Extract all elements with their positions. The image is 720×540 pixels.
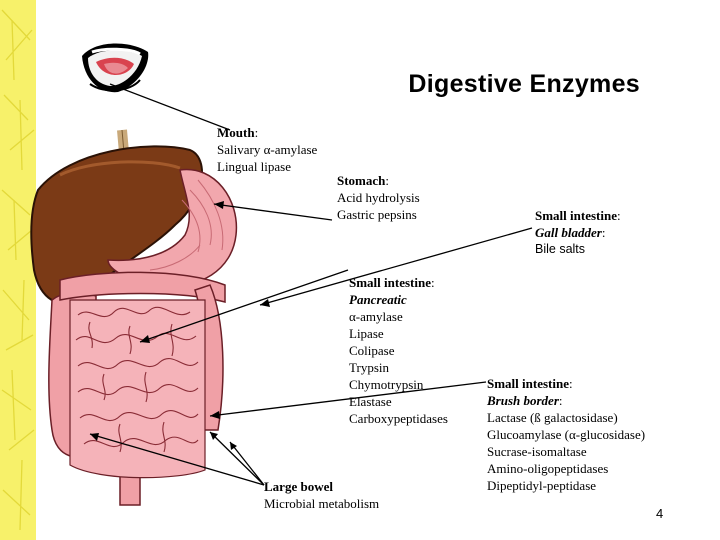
mouth-label: Mouth: Salivary α-amylase Lingual lipase (217, 124, 317, 175)
pointer-arrowheads (90, 201, 270, 450)
accent-strip-texture (1, 9, 35, 531)
large-bowel-pointer-2 (209, 431, 265, 486)
pancreatic-heading: Small intestine (349, 275, 431, 290)
pancreatic-colon: : (430, 275, 435, 290)
pancreatic-subheading: Pancreatic (349, 292, 407, 307)
liver-shape (30, 145, 203, 305)
pancreatic-item: Colipase (349, 343, 395, 358)
stomach-heading: Stomach (337, 173, 386, 188)
large-bowel-pointer-1 (89, 433, 265, 486)
pancreatic-item: Chymotrypsin (349, 377, 424, 392)
gall-item: Bile salts (535, 242, 586, 256)
pancreatic-item: Elastase (349, 394, 392, 409)
mouth-heading: Mouth (217, 125, 255, 140)
brush-subcolon: : (558, 393, 563, 408)
gall-subheading: Gall bladder (535, 225, 602, 240)
large-bowel-pointer-3 (229, 441, 265, 486)
brush-heading: Small intestine (487, 376, 569, 391)
pancreatic-item: Carboxypeptidases (349, 411, 448, 426)
slide-title: Digestive Enzymes (408, 70, 640, 98)
pointer-lines (89, 83, 533, 486)
large-bowel-heading: Large bowel (264, 479, 333, 494)
pancreatic-label: Small intestine: Pancreatic α-amylase Li… (349, 274, 448, 427)
brush-item: Glucoamylase (α-glucosidase) (487, 427, 646, 442)
gall-heading: Small intestine (535, 208, 617, 223)
large-bowel-label: Large bowel Microbial metabolism (264, 478, 379, 512)
brush-item: Amino-oligopeptidases (487, 461, 609, 476)
brush-subheading: Brush border (487, 393, 559, 408)
brush-colon: : (568, 376, 573, 391)
mouth-pointer (109, 83, 231, 131)
pancreatic-item: Lipase (349, 326, 384, 341)
stomach-item: Gastric pepsins (337, 207, 417, 222)
accent-strip (0, 0, 36, 540)
brush-item: Sucrase-isomaltase (487, 444, 587, 459)
brush-border-pointer (209, 381, 487, 417)
brush-item: Dipeptidyl-peptidase (487, 478, 597, 493)
brush-border-label: Small intestine: Brush border: Lactase (… (487, 375, 645, 494)
stomach-colon: : (385, 173, 390, 188)
page-number: 4 (656, 506, 664, 521)
stomach-label: Stomach: Acid hydrolysis Gastric pepsins (337, 172, 420, 223)
gall-bladder-pointer (259, 227, 533, 306)
small-intestine-shape (69, 299, 206, 479)
mouth-item: Salivary α-amylase (217, 142, 318, 157)
mouth-icon (82, 43, 149, 93)
stomach-pointer (213, 203, 333, 221)
pancreatic-item: α-amylase (349, 309, 403, 324)
brush-item: Lactase (ß galactosidase) (487, 410, 618, 425)
gall-colon: : (616, 208, 621, 223)
gall-subcolon: : (601, 225, 606, 240)
gall-bladder-label: Small intestine: Gall bladder: Bile salt… (535, 207, 621, 258)
pancreatic-pointer (139, 269, 349, 343)
stomach-item: Acid hydrolysis (337, 190, 420, 205)
mouth-item: Lingual lipase (217, 159, 292, 174)
mouth-colon: : (254, 125, 259, 140)
large-bowel-item: Microbial metabolism (264, 496, 380, 511)
pancreatic-item: Trypsin (349, 360, 389, 375)
